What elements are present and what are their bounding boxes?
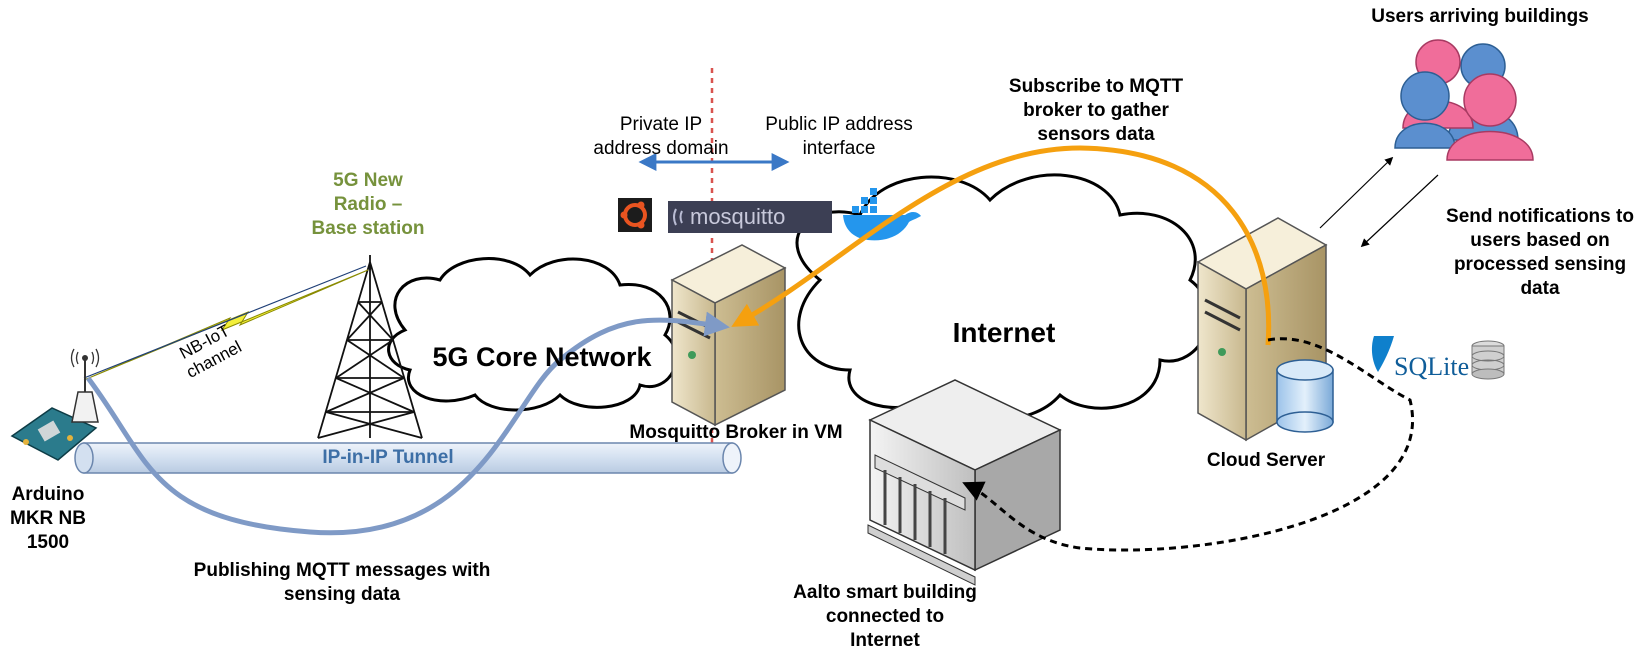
- send-notifications-label: Send notifications to users based on pro…: [1446, 206, 1634, 299]
- svg-text:processed sensing: processed sensing: [1454, 254, 1626, 275]
- svg-text:1500: 1500: [27, 532, 69, 553]
- arduino-board-icon: [10, 348, 100, 461]
- svg-text:data: data: [1520, 278, 1560, 299]
- users-arriving-label: Users arriving buildings: [1371, 6, 1589, 27]
- mosquitto-logo: mosquitto: [668, 201, 832, 233]
- public-ip-label: Public IP address interface: [765, 114, 913, 159]
- subscribe-mqtt-arrow: [731, 145, 1272, 346]
- svg-text:Private IP: Private IP: [620, 114, 702, 135]
- svg-text:users based on: users based on: [1470, 230, 1609, 251]
- nbiot-lightning-icon: [83, 265, 369, 381]
- arduino-label: Arduino MKR NB 1500: [10, 484, 86, 553]
- private-ip-label: Private IP address domain: [593, 114, 728, 159]
- database-stack-icon: [1471, 340, 1505, 380]
- svg-text:Subscribe to MQTT: Subscribe to MQTT: [1009, 76, 1184, 97]
- svg-text:sensors data: sensors data: [1037, 124, 1155, 145]
- svg-text:interface: interface: [803, 138, 876, 159]
- svg-text:Aalto smart building: Aalto smart building: [793, 582, 977, 603]
- cloud-server-label: Cloud Server: [1207, 450, 1326, 471]
- core-network-label: 5G Core Network: [432, 342, 652, 372]
- users-group-icon: [1394, 39, 1534, 161]
- subscribe-label: Subscribe to MQTT broker to gather senso…: [1009, 76, 1184, 145]
- svg-text:broker to gather: broker to gather: [1023, 100, 1169, 121]
- ip-in-ip-tunnel: [74, 442, 742, 474]
- database-cylinder-icon: [1276, 359, 1334, 433]
- base-station-label: 5G New Radio – Base station: [312, 170, 425, 239]
- svg-text:Publishing MQTT messages with: Publishing MQTT messages with: [194, 560, 491, 581]
- svg-text:MKR NB: MKR NB: [10, 508, 86, 529]
- svg-text:Send notifications to: Send notifications to: [1446, 206, 1634, 227]
- server-to-users-arrow: [1319, 156, 1394, 229]
- svg-text:Internet: Internet: [850, 630, 920, 651]
- svg-text:5G New: 5G New: [333, 170, 403, 191]
- svg-text:SQLite: SQLite: [1394, 352, 1469, 381]
- tunnel-label: IP-in-IP Tunnel: [322, 447, 453, 468]
- svg-text:Radio –: Radio –: [334, 194, 403, 215]
- svg-text:connected to: connected to: [826, 606, 944, 627]
- aalto-building-label: Aalto smart building connected to Intern…: [793, 582, 977, 651]
- svg-text:mosquitto: mosquitto: [690, 204, 785, 229]
- svg-text:Base station: Base station: [312, 218, 425, 239]
- users-to-server-arrow: [1360, 174, 1439, 248]
- internet-label: Internet: [953, 317, 1056, 348]
- nbiot-label: NB-IoT channel: [176, 321, 244, 382]
- publish-mqtt-arrow: [86, 311, 730, 536]
- svg-text:address domain: address domain: [593, 138, 728, 159]
- base-station-tower-icon: [317, 255, 423, 439]
- sqlite-logo: SQLite: [1371, 336, 1469, 381]
- mosquitto-broker-server-icon: [670, 244, 787, 427]
- svg-text:sensing data: sensing data: [284, 584, 401, 605]
- ubuntu-logo-icon: [618, 198, 652, 232]
- publishing-label: Publishing MQTT messages with sensing da…: [194, 560, 491, 605]
- svg-text:Public IP address: Public IP address: [765, 114, 913, 135]
- core-network-cloud: [387, 257, 678, 412]
- broker-label: Mosquitto Broker in VM: [629, 422, 842, 443]
- svg-text:Arduino: Arduino: [12, 484, 85, 505]
- smart-building-icon: [867, 379, 1062, 586]
- building-data-dashed-arrow: [962, 337, 1414, 552]
